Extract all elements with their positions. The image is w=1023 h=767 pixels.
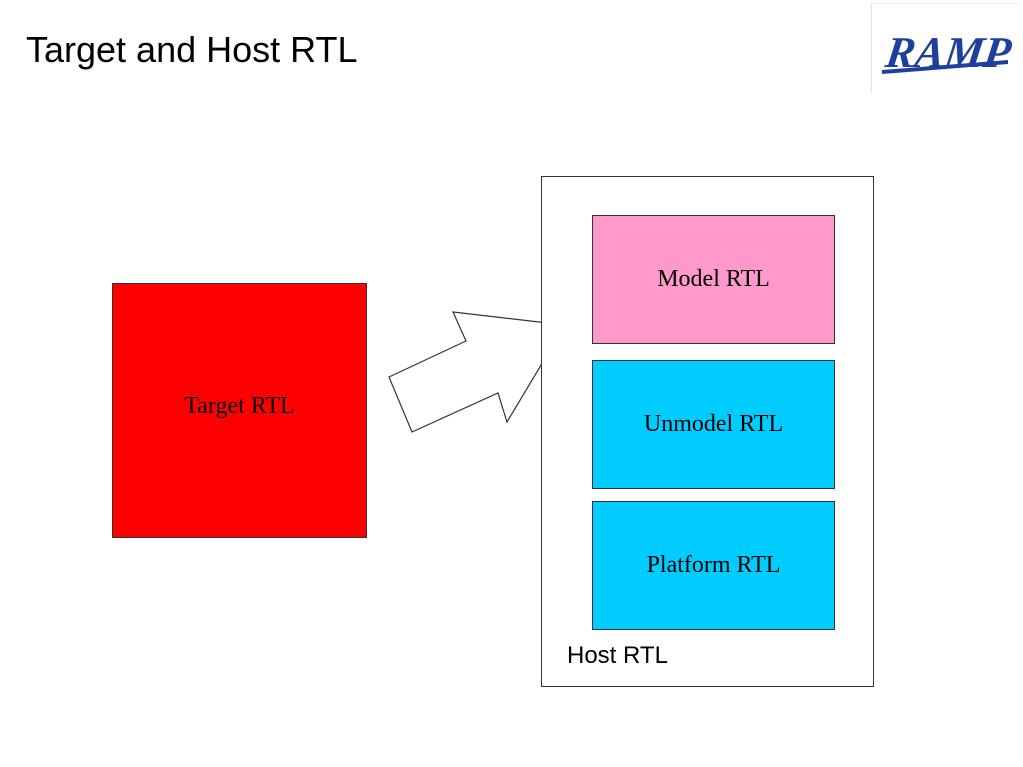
model-rtl-label: Model RTL — [657, 266, 770, 292]
platform-rtl-label: Platform RTL — [646, 552, 781, 578]
page-title: Target and Host RTL — [26, 29, 358, 70]
unmodel-rtl-block: Unmodel RTL — [592, 360, 835, 489]
mapping-arrow — [380, 300, 580, 445]
target-rtl-label: Target RTL — [184, 393, 295, 419]
unmodel-rtl-label: Unmodel RTL — [643, 411, 784, 437]
platform-rtl-block: Platform RTL — [592, 501, 835, 630]
model-rtl-block: Model RTL — [592, 215, 835, 344]
ramp-logo: RAMP — [871, 3, 1020, 93]
target-rtl-block: Target RTL — [112, 283, 367, 538]
host-rtl-label: Host RTL — [567, 642, 668, 669]
host-rtl-container: Model RTL Unmodel RTL Platform RTL Host … — [541, 176, 874, 687]
